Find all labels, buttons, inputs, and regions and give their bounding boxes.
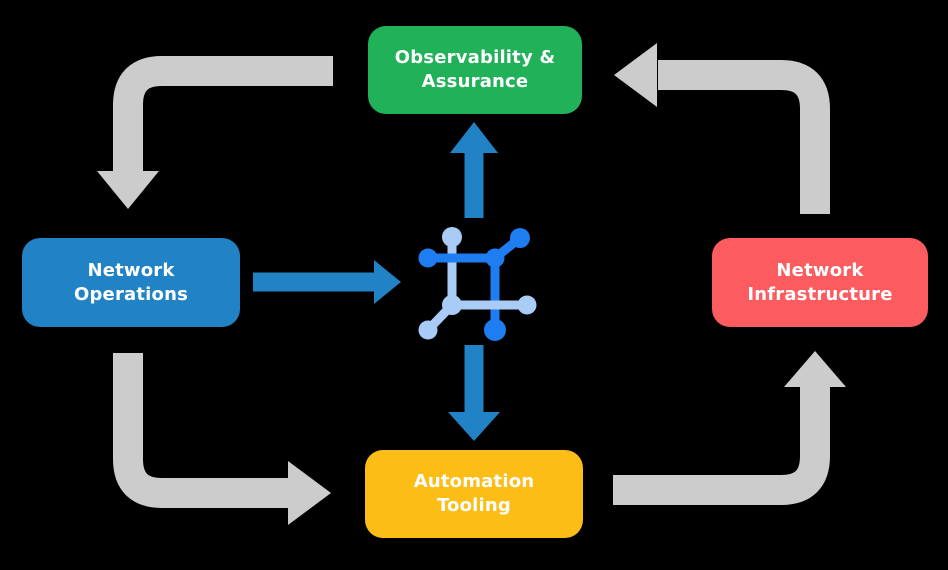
icon-node-dot bbox=[510, 228, 530, 248]
arrow-shaft bbox=[113, 56, 333, 172]
node-label: Network Infrastructure bbox=[747, 259, 893, 305]
arrowhead-right-icon bbox=[374, 260, 401, 304]
arrow-center-to-observability bbox=[450, 122, 498, 218]
arrowhead-down-icon bbox=[448, 412, 500, 441]
arrowhead-up-icon bbox=[450, 122, 498, 153]
arrowhead-right-icon bbox=[288, 461, 331, 525]
node-network-operations: Network Operations bbox=[22, 238, 240, 327]
icon-node-dot bbox=[484, 319, 506, 341]
node-automation-tooling: Automation Tooling bbox=[365, 450, 583, 538]
node-label: Network Operations bbox=[73, 259, 189, 305]
arrowhead-up-icon bbox=[784, 351, 846, 387]
node-label: Observability & Assurance bbox=[394, 47, 556, 92]
arrow-tooling-to-infrastructure bbox=[613, 351, 846, 505]
arrow-shaft bbox=[613, 386, 830, 505]
arrow-observability-to-operations bbox=[97, 56, 333, 209]
arrow-operations-to-center bbox=[253, 260, 401, 304]
arrowhead-left-icon bbox=[614, 43, 657, 107]
icon-node-dot bbox=[517, 295, 537, 315]
node-network-infrastructure: Network Infrastructure bbox=[712, 238, 928, 327]
icon-node-dot bbox=[418, 320, 438, 340]
arrowhead-down-icon bbox=[97, 171, 159, 209]
network-automation-icon bbox=[418, 227, 537, 341]
icon-node-dot bbox=[418, 248, 438, 268]
arrow-center-to-tooling bbox=[448, 345, 500, 441]
node-label: Automation Tooling bbox=[413, 471, 535, 516]
arrow-shaft bbox=[658, 60, 830, 214]
icon-node-dot bbox=[442, 227, 462, 247]
arrow-shaft bbox=[113, 353, 289, 508]
arrow-operations-to-tooling bbox=[113, 353, 331, 525]
node-observability-assurance: Observability & Assurance bbox=[368, 26, 582, 114]
arrow-infrastructure-to-observability bbox=[614, 43, 830, 214]
